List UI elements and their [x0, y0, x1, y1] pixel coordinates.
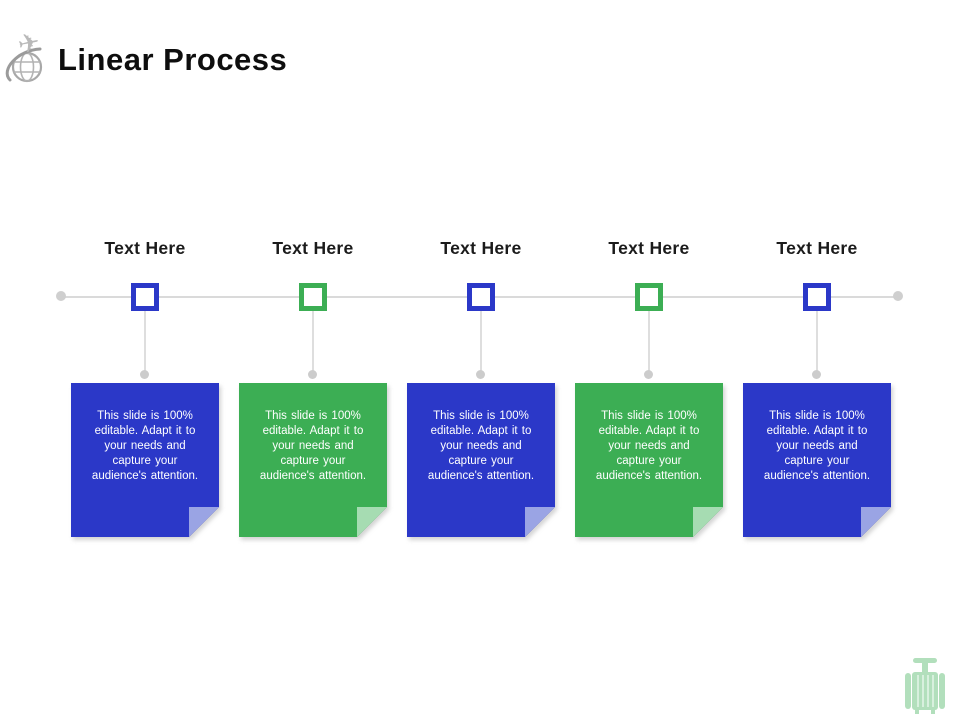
card-folded-corner — [357, 507, 387, 537]
luggage-icon — [903, 658, 947, 714]
process-step-4: Text Here This slide is 100% editable. A… — [569, 238, 729, 538]
process-step-2: Text Here This slide is 100% editable. A… — [233, 238, 393, 538]
step-card: This slide is 100% editable. Adapt it to… — [239, 383, 387, 537]
step-label: Text Here — [272, 238, 354, 258]
step-card-text: This slide is 100% editable. Adapt it to… — [427, 410, 535, 482]
connector-dot — [812, 370, 821, 379]
step-card-text: This slide is 100% editable. Adapt it to… — [259, 410, 367, 482]
connector-dot — [476, 370, 485, 379]
timeline-square-marker — [803, 283, 831, 311]
globe-airplane-icon: ✈ — [2, 26, 56, 90]
step-card: This slide is 100% editable. Adapt it to… — [743, 383, 891, 537]
connector-dot — [140, 370, 149, 379]
step-card-text: This slide is 100% editable. Adapt it to… — [763, 410, 871, 482]
step-card-wrap: This slide is 100% editable. Adapt it to… — [743, 383, 891, 537]
timeline-square-marker — [299, 283, 327, 311]
process-step-3: Text Here This slide is 100% editable. A… — [401, 238, 561, 538]
step-card-text: This slide is 100% editable. Adapt it to… — [595, 410, 703, 482]
connector-dot — [644, 370, 653, 379]
timeline-square-marker — [635, 283, 663, 311]
step-card-text: This slide is 100% editable. Adapt it to… — [91, 410, 199, 482]
timeline-square-marker — [467, 283, 495, 311]
step-connector-line — [816, 298, 818, 378]
step-card-wrap: This slide is 100% editable. Adapt it to… — [239, 383, 387, 537]
step-card: This slide is 100% editable. Adapt it to… — [407, 383, 555, 537]
step-connector-line — [144, 298, 146, 378]
step-card-wrap: This slide is 100% editable. Adapt it to… — [71, 383, 219, 537]
step-connector-line — [648, 298, 650, 378]
step-label: Text Here — [440, 238, 522, 258]
step-label: Text Here — [104, 238, 186, 258]
step-label: Text Here — [608, 238, 690, 258]
card-folded-corner — [189, 507, 219, 537]
timeline-square-marker — [131, 283, 159, 311]
card-folded-corner — [693, 507, 723, 537]
page-title: Linear Process — [58, 42, 288, 77]
timeline-endpoint-right — [893, 291, 903, 301]
step-label: Text Here — [776, 238, 858, 258]
step-connector-line — [480, 298, 482, 378]
timeline-endpoint-left — [56, 291, 66, 301]
step-card: This slide is 100% editable. Adapt it to… — [575, 383, 723, 537]
step-card: This slide is 100% editable. Adapt it to… — [71, 383, 219, 537]
process-step-5: Text Here This slide is 100% editable. A… — [737, 238, 897, 538]
connector-dot — [308, 370, 317, 379]
step-card-wrap: This slide is 100% editable. Adapt it to… — [575, 383, 723, 537]
step-connector-line — [312, 298, 314, 378]
process-step-1: Text Here This slide is 100% editable. A… — [65, 238, 225, 538]
step-card-wrap: This slide is 100% editable. Adapt it to… — [407, 383, 555, 537]
card-folded-corner — [525, 507, 555, 537]
card-folded-corner — [861, 507, 891, 537]
